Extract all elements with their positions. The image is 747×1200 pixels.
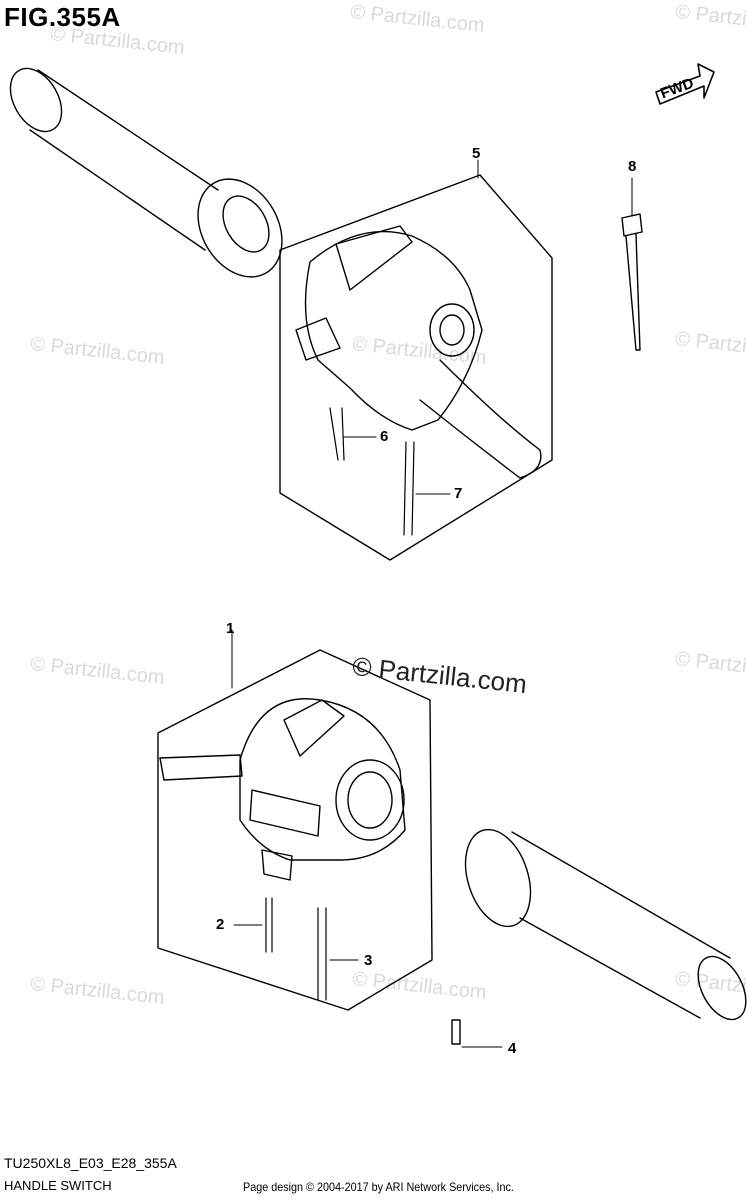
page-credit: Page design © 2004-2017 by ARI Network S… bbox=[243, 1180, 514, 1194]
callout-6: 6 bbox=[380, 428, 389, 445]
cable-tie-8 bbox=[621, 177, 643, 351]
callout-5: 5 bbox=[472, 145, 481, 162]
fwd-arrow-icon bbox=[655, 63, 715, 105]
right-handle-switch bbox=[295, 225, 542, 536]
figure-title: FIG.355A bbox=[4, 2, 121, 32]
callout-7: 7 bbox=[454, 485, 463, 502]
left-grip bbox=[9, 67, 283, 278]
callout-4: 4 bbox=[508, 1040, 517, 1057]
right-grip bbox=[464, 828, 747, 1021]
switch-assembly-5-box bbox=[279, 159, 553, 561]
diagram-code: TU250XL8_E03_E28_355A bbox=[4, 1155, 177, 1171]
leader-lines bbox=[233, 436, 503, 1048]
callout-1: 1 bbox=[226, 620, 235, 637]
left-handle-switch bbox=[159, 698, 461, 1045]
callout-3: 3 bbox=[364, 952, 373, 969]
callout-2: 2 bbox=[216, 916, 225, 933]
diagram-caption: HANDLE SWITCH bbox=[4, 1178, 112, 1193]
switch-assembly-1-box bbox=[157, 629, 433, 1011]
callout-8: 8 bbox=[628, 158, 637, 175]
